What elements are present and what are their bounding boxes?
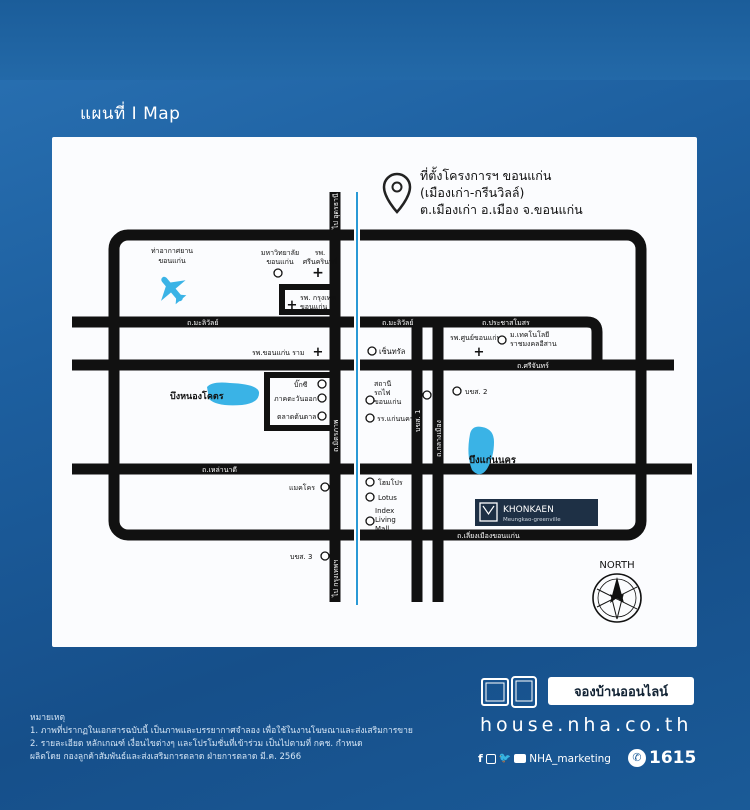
facebook-icon[interactable]: f (478, 752, 483, 765)
bangkok-hosp-label-2: ขอนแก่น (300, 303, 328, 311)
central-marker (367, 346, 377, 356)
homepro-marker (365, 477, 375, 487)
kk-school-marker (365, 413, 375, 423)
northeast-market-marker (317, 393, 327, 403)
kku-marker (273, 268, 283, 278)
bks2-marker (452, 386, 462, 396)
bks1-marker (422, 390, 432, 400)
hospital-cross-icon-srinagarind: + (312, 265, 324, 281)
station-label-2: รถไฟ (374, 388, 391, 397)
location-pin-icon (382, 172, 412, 214)
hospital-cross-icon-ram: + (313, 345, 324, 360)
hotline[interactable]: ✆ 1615 (628, 748, 696, 768)
ring-road (108, 229, 647, 541)
devices-icon (481, 676, 537, 708)
road-label-bks1: บขส. 1 (414, 410, 422, 432)
lotus-label: Lotus (378, 494, 397, 502)
kku-label-1: มหาวิทยาลัย (261, 249, 299, 257)
airport-label-2: ขอนแก่น (158, 257, 186, 265)
youtube-icon[interactable] (514, 754, 527, 763)
rmuti-marker (497, 335, 507, 345)
index-label-1: Index (375, 507, 394, 515)
top-band (0, 0, 750, 80)
project-logo: KHONKAEN Meungkao-greenville (475, 499, 598, 526)
social-handle[interactable]: NHA_marketing (529, 752, 611, 765)
project-logo-sub: Meungkao-greenville (503, 517, 561, 523)
tontan-market-label: ตลาดต้นตาล (277, 413, 316, 421)
website-url[interactable]: house.nha.co.th (480, 714, 693, 736)
footnotes: หมายเหตุ 1. ภาพที่ปรากฏในเอกสารฉบับนี้ เ… (30, 712, 450, 764)
footnote-producer: ผลิตโดย กองลูกค้าสัมพันธ์และส่งเสริมการต… (30, 752, 302, 762)
bigc-marker (317, 379, 327, 389)
bignong-kot-label: บึงหนองโคตร (170, 390, 224, 402)
bigc-label: บิ๊กซี (294, 379, 308, 389)
makro-marker (320, 482, 330, 492)
book-online-button[interactable]: จองบ้านออนไลน์ (548, 677, 694, 705)
instagram-icon[interactable] (485, 753, 496, 764)
makro-label: แมคโคร (289, 483, 315, 492)
index-label-2: Living (375, 516, 396, 524)
bueng-kaen-nakhon-label: บึงแก่นนคร (469, 454, 517, 466)
tontan-market-marker (317, 411, 327, 421)
hospital-cross-icon-khonkaen: + (474, 345, 485, 360)
road-label-to-bangkok: ไป กรุงเทพฯ (331, 560, 340, 598)
airplane-icon (161, 276, 187, 305)
bueng-nong-kot-water (207, 382, 260, 406)
road-prachasamosorn (417, 316, 603, 365)
road-label-srichan: ถ.ศรีจันทร์ (517, 362, 549, 370)
location-line2: (เมืองเก่า-กรีนวิลล์) (420, 185, 524, 200)
rmuti-label-1: ม.เทคโนโลยี (510, 330, 549, 339)
index-label-3: Mall (375, 525, 389, 533)
bangkok-hosp-label-1: รพ. กรุงเทพ (300, 294, 336, 302)
road-label-bypass: ถ.เลี่ยงเมืองขอนแก่น (457, 531, 520, 540)
station-label-3: ขอนแก่น (374, 398, 402, 406)
road-label-mittraphap: ถ.มิตรภาพ (332, 419, 340, 452)
station-marker (365, 395, 375, 405)
location-line3: ต.เมืองเก่า อ.เมือง จ.ขอนแก่น (420, 202, 583, 217)
phone-icon: ✆ (628, 749, 646, 767)
bks3-marker (320, 551, 330, 561)
kku-label-2: ขอนแก่น (266, 258, 294, 266)
index-marker (365, 516, 375, 526)
compass-icon: NORTH (592, 560, 642, 623)
road-label-to-udon: ไป อุดรธานี (331, 193, 340, 230)
khonkaen-ram-label: รพ.ขอนแก่น ราม (252, 349, 304, 357)
road-loop-bigc (264, 372, 335, 431)
road-label-malisai-left: ถ.มะลิวัลย์ (187, 319, 218, 327)
rmuti-label-2: ราชมงคลอีสาน (510, 340, 557, 348)
northeast-market-label: ภาคตะวันออก (274, 395, 317, 403)
footnote-1: 1. ภาพที่ปรากฏในเอกสารฉบับนี้ เป็นภาพและ… (30, 726, 413, 736)
booking-area: จองบ้านออนไลน์ (480, 675, 695, 709)
khonkaen-hosp-label: รพ.ศูนย์ขอนแก่น (450, 334, 501, 342)
map-svg: ที่ตั้งโครงการฯ ขอนแก่น (เมืองเก่า-กรีนว… (72, 166, 692, 623)
compass-label: NORTH (599, 560, 634, 571)
road-loop-bangkok-hosp (279, 284, 335, 315)
footnote-heading: หมายเหตุ (30, 713, 65, 723)
station-label-1: สถานี (374, 380, 391, 388)
road-label-klangmueang: ถ.กลางเมือง (435, 420, 443, 457)
section-title: แผนที่ I Map (80, 104, 181, 124)
bks3-label: บขส. 3 (290, 553, 312, 561)
map-card[interactable]: ที่ตั้งโครงการฯ ขอนแก่น (เมืองเก่า-กรีนว… (52, 137, 697, 647)
project-logo-name: KHONKAEN (503, 505, 554, 515)
road-label-malisai-mid: ถ.มะลิวัลย์ (382, 319, 413, 327)
road-label-lahanam: ถ.เหล่านาดี (202, 466, 237, 474)
srinagarind-label-2: ศรีนครินทร์ (303, 258, 338, 266)
footnote-2: 2. รายละเอียด หลักเกณฑ์ เงื่อนไขต่างๆ แล… (30, 739, 363, 749)
lotus-marker (365, 492, 375, 502)
airport-label-1: ท่าอากาศยาน (151, 247, 193, 255)
bks2-label: บขส. 2 (465, 388, 487, 396)
road-label-prachasamosorn: ถ.ประชาสโมสร (482, 318, 530, 327)
twitter-icon[interactable]: 🐦 (498, 753, 512, 764)
kk-school-label: รร.แก่นนคร (377, 415, 414, 423)
hotline-number: 1615 (649, 748, 697, 768)
srinagarind-label-1: รพ. (315, 249, 326, 257)
homepro-label: โฮมโปร (378, 478, 403, 487)
social-links: f 🐦 NHA_marketing (478, 752, 611, 765)
bueng-kaen-nakhon-water (468, 426, 494, 475)
location-line1: ที่ตั้งโครงการฯ ขอนแก่น (420, 166, 552, 183)
hospital-cross-icon-bangkok: + (287, 298, 298, 313)
central-label: เซ็นทรัล (379, 346, 405, 356)
